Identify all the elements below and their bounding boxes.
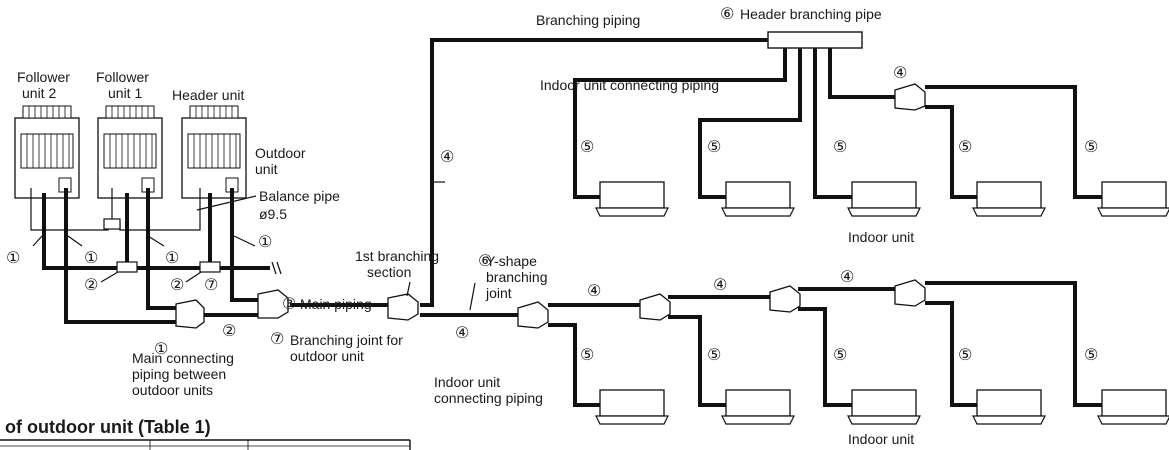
branching-piping-label: Branching piping: [536, 12, 640, 28]
main-connecting-label-line2: piping between: [132, 366, 226, 382]
marker-2: ②: [222, 321, 236, 340]
branch-joint-icon: [175, 299, 205, 329]
leader-lines: [32, 181, 476, 311]
marker-4: ④: [587, 281, 601, 300]
marker-1: ①: [165, 248, 179, 267]
marker-7: ⑦: [270, 329, 284, 348]
marker-1: ①: [258, 232, 272, 251]
marker-4: ④: [893, 63, 907, 82]
marker-5: ⑤: [833, 345, 847, 364]
table-caption: of outdoor unit (Table 1): [5, 417, 211, 437]
marker-2: ②: [84, 275, 98, 294]
marker-5: ⑤: [1084, 345, 1098, 364]
indoor-unit-icon: [972, 181, 1046, 217]
marker-4: ④: [840, 267, 854, 286]
balance-pipe-label: Balance pipe: [259, 188, 340, 204]
marker-5: ⑤: [958, 345, 972, 364]
marker-3: ③: [282, 294, 296, 313]
marker-4: ④: [440, 147, 454, 166]
branch-joint-icon: [894, 279, 926, 307]
follower2-label-line1: Follower: [17, 69, 70, 85]
header-pipe-icon: [767, 31, 863, 49]
outdoor-unit-icon: [97, 105, 163, 199]
balance-pipe: [30, 188, 257, 231]
follower1-label-line2: unit 1: [108, 85, 142, 101]
branch-joint-icon: [387, 293, 419, 321]
y-shape-label-line1: Y-shape: [486, 253, 537, 269]
branch-joint-outdoor-label-line2: outdoor unit: [290, 348, 364, 364]
branch-joint-icon: [517, 301, 549, 329]
top-indoor-pipes: [573, 48, 1105, 199]
marker-1: ①: [154, 339, 168, 358]
marker-5: ⑤: [580, 137, 594, 156]
marker-5: ⑤: [580, 345, 594, 364]
main-connecting-label-line1: Main connecting: [132, 350, 234, 366]
marker-6: ⑥: [720, 4, 734, 23]
outdoor-unit-icon: [181, 105, 247, 199]
header-unit-label: Header unit: [172, 87, 244, 103]
y-shape-label-line2: branching: [486, 269, 548, 285]
outdoor-unit-icon: [14, 105, 80, 199]
bottom-indoor-pipes: [420, 281, 1105, 407]
marker-4: ④: [455, 323, 469, 342]
marker-5: ⑤: [833, 137, 847, 156]
balance-dia-label: ø9.5: [259, 206, 287, 222]
indoor-unit-icon: [595, 389, 669, 425]
indoor-unit-top-label: Indoor unit: [848, 229, 914, 245]
indoor-unit-icon: [721, 389, 795, 425]
indoor-unit-icon: [595, 181, 669, 217]
indoor-unit-icon: [847, 181, 921, 217]
outdoor-pipes: [42, 38, 770, 324]
marker-5: ⑤: [707, 345, 721, 364]
branch-joint-icon: [769, 285, 801, 313]
indoor-unit-icon: [721, 181, 795, 217]
indoor-unit-bottom-label: Indoor unit: [848, 431, 914, 447]
branch-joint-icon: [639, 293, 671, 321]
header-branching-pipe-label: Header branching pipe: [740, 6, 882, 22]
main-piping-label: Main piping: [300, 296, 372, 312]
marker-1: ①: [84, 248, 98, 267]
indoor-connecting-bottom-label-line1: Indoor unit: [434, 374, 500, 390]
indoor-unit-icon: [972, 389, 1046, 425]
branch-joint-icon: [116, 256, 138, 273]
indoor-unit-icon: [1097, 389, 1169, 425]
marker-5: ⑤: [707, 137, 721, 156]
indoor-unit-icon: [1097, 181, 1169, 217]
marker-6: ⑥: [478, 251, 492, 270]
branch-joint-icon: [257, 289, 289, 319]
marker-5: ⑤: [1084, 137, 1098, 156]
y-shape-label-line3: joint: [485, 285, 512, 301]
follower2-label-line2: unit 2: [22, 85, 56, 101]
branch-joint-icon: [894, 83, 926, 111]
branch-joint-icon: [199, 256, 221, 273]
marker-5: ⑤: [958, 137, 972, 156]
indoor-connecting-bottom-label-line2: connecting piping: [434, 390, 543, 406]
follower1-label-line1: Follower: [96, 69, 149, 85]
first-branch-label-line2: section: [367, 264, 411, 280]
table-stub: [0, 439, 411, 450]
branch-joint-outdoor-label-line1: Branching joint for: [290, 332, 403, 348]
marker-1: ①: [6, 248, 20, 267]
main-connecting-label-line3: outdoor units: [132, 382, 213, 398]
first-branch-label-line1: 1st branching: [355, 248, 439, 264]
marker-4: ④: [713, 275, 727, 294]
indoor-unit-icon: [847, 389, 921, 425]
marker-7: ⑦: [204, 275, 218, 294]
outdoor-unit-label-line1: Outdoor: [255, 145, 306, 161]
outdoor-unit-label-line2: unit: [255, 161, 278, 177]
indoor-connecting-top-label: Indoor unit connecting piping: [540, 77, 719, 93]
marker-2: ②: [170, 275, 184, 294]
